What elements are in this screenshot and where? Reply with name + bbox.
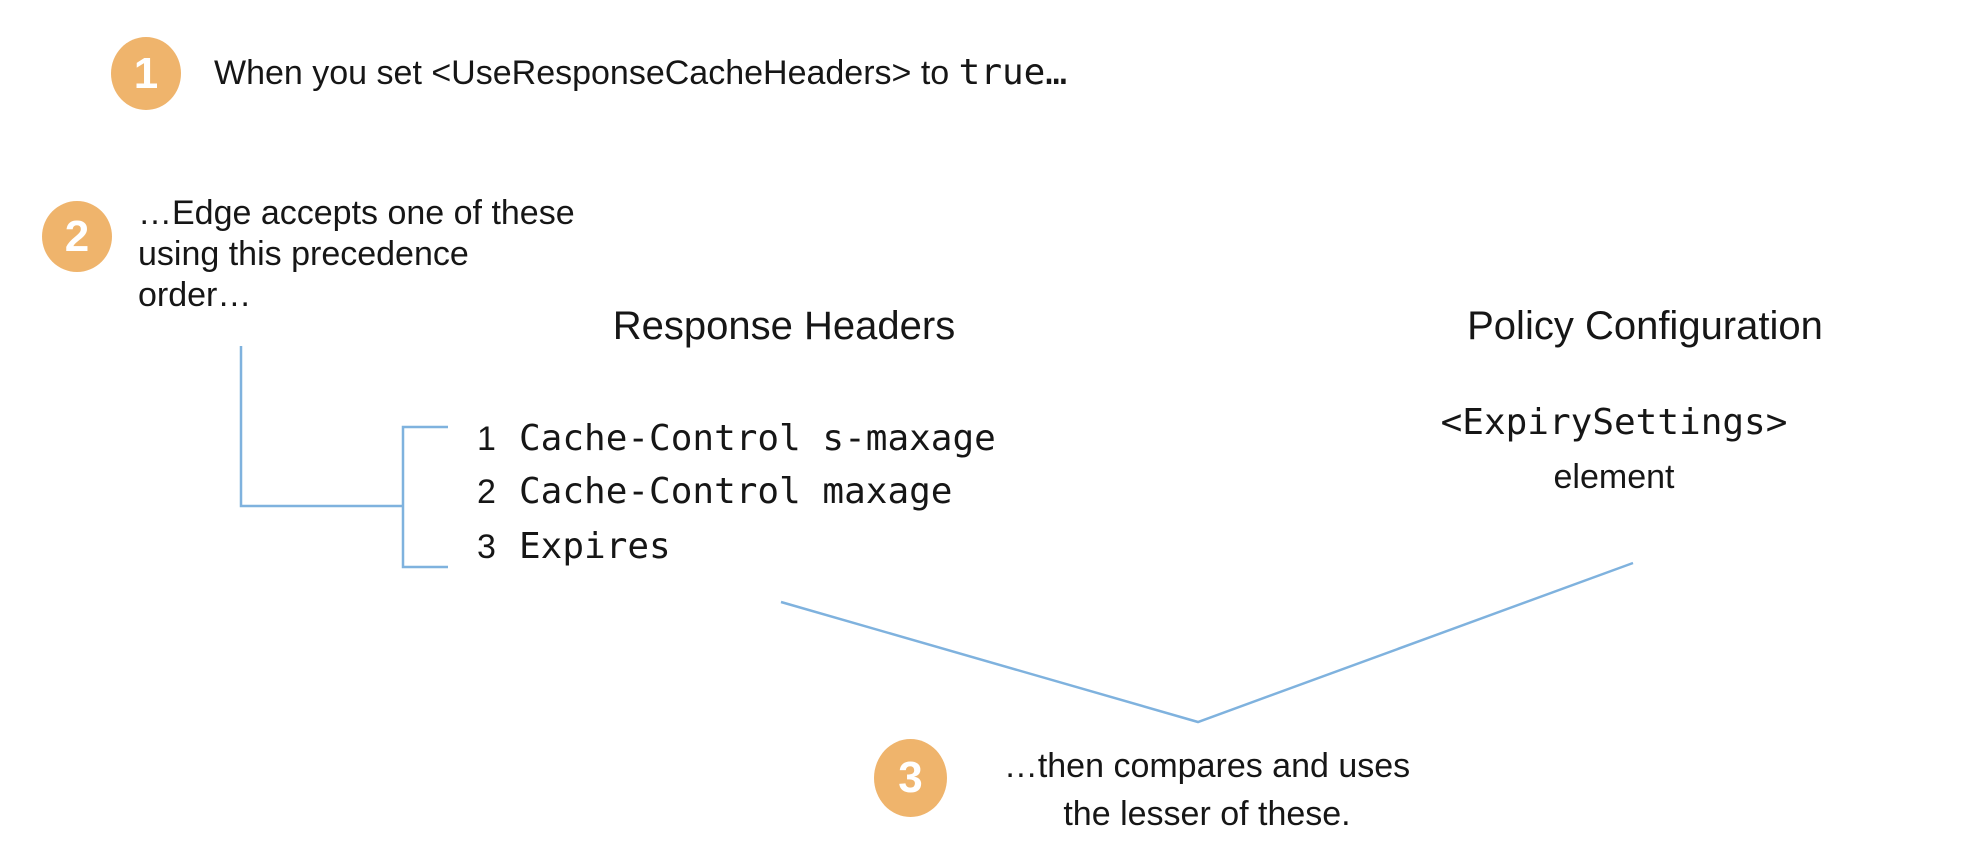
item-2-label: Cache-Control maxage (519, 471, 953, 512)
merge-v-connector (780, 561, 1634, 724)
step-1-text: When you set <UseResponseCacheHeaders> t… (214, 52, 1067, 94)
step-2-number: 2 (64, 211, 90, 261)
step-2-line-3: order… (138, 276, 252, 314)
step-2-text: …Edge accepts one of these using this pr… (138, 193, 575, 316)
step-2-line-1: …Edge accepts one of these (138, 194, 575, 232)
step-1-text-code: true… (958, 52, 1068, 93)
step-1-badge: 1 (111, 37, 181, 110)
item-3-rank: 3 (477, 528, 496, 566)
expiry-settings-caption: element (1553, 458, 1675, 496)
item-1-rank: 1 (477, 420, 496, 458)
item-2-rank: 2 (477, 473, 496, 511)
item-1-label: Cache-Control s-maxage (519, 418, 996, 459)
response-headers-title: Response Headers (612, 304, 956, 348)
step-3-line-2: the lesser of these. (1063, 795, 1351, 833)
step-3-text: …then compares and uses the lesser of th… (957, 742, 1457, 838)
response-header-item: 1 Cache-Control s-maxage (477, 418, 996, 459)
precedence-elbow-connector (239, 346, 402, 508)
step-1-number: 1 (133, 48, 159, 98)
response-header-item: 2 Cache-Control maxage (477, 471, 952, 512)
step-2-line-2: using this precedence (138, 235, 469, 273)
list-bracket (401, 425, 448, 569)
step-1-text-plain: When you set <UseResponseCacheHeaders> t… (214, 54, 959, 92)
item-3-label: Expires (519, 526, 671, 567)
response-header-item: 3 Expires (477, 526, 671, 567)
policy-configuration-element: <ExpirySettings> element (1414, 402, 1814, 498)
expiry-settings-code: <ExpirySettings> (1440, 402, 1788, 443)
step-2-badge: 2 (42, 201, 112, 272)
policy-configuration-title: Policy Configuration (1467, 304, 1823, 348)
step-3-number: 3 (898, 753, 923, 802)
step-3-line-1: …then compares and uses (1003, 747, 1411, 785)
step-3-badge: 3 (874, 739, 947, 817)
